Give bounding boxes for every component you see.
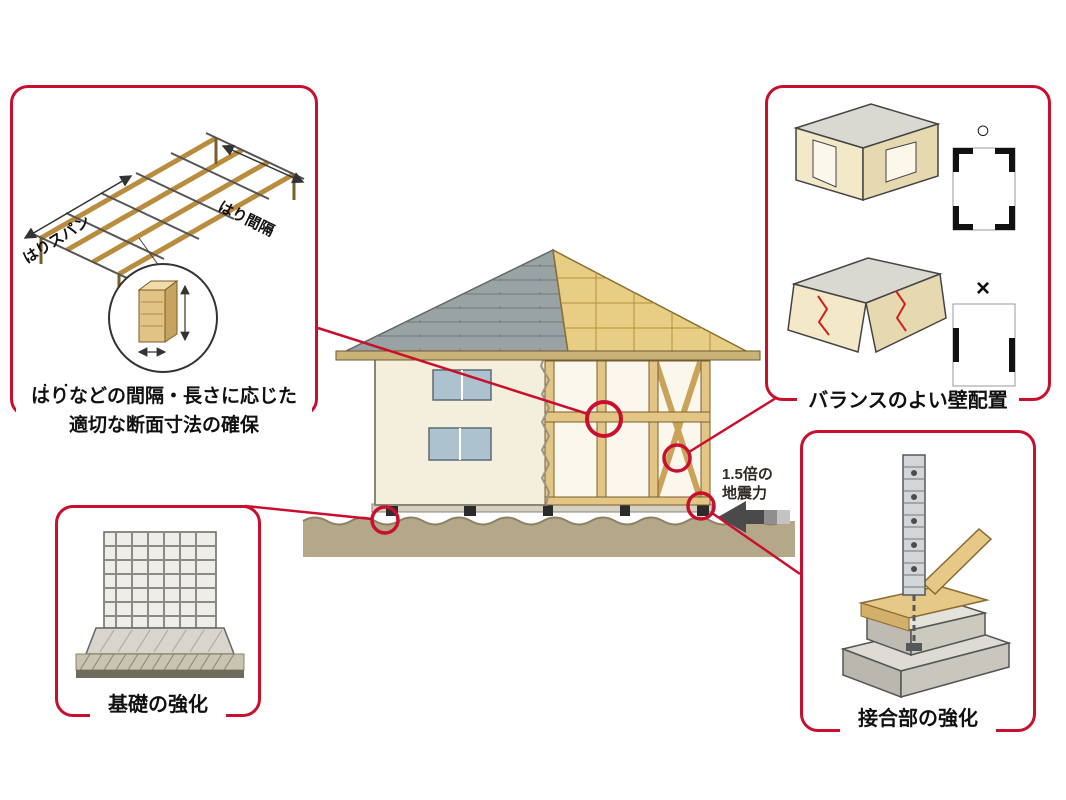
- callout-wall-balance: ○ ×: [765, 85, 1051, 401]
- beam-spacing-label: はり間隔: [215, 198, 276, 240]
- collapsed-box-illustration: [787, 257, 947, 354]
- beam-frame-illustration: はりスパン はり間隔: [20, 132, 305, 373]
- house: [335, 248, 761, 516]
- eave: [335, 350, 761, 361]
- beam-section-inset: [108, 263, 218, 373]
- beams-caption: ・・ はりなどの間隔・長さに応じた 適切な断面寸法の確保: [16, 381, 312, 440]
- metal-strap: [902, 454, 926, 596]
- foundation-illustration: [75, 531, 245, 678]
- unbalanced-plan: [952, 303, 1016, 387]
- soil-band: [76, 670, 244, 678]
- connector-walls: [688, 396, 777, 454]
- force-label-line1: 1.5倍の: [722, 465, 773, 483]
- gravel-hatch: [79, 653, 235, 671]
- highlight-circle-brace: [662, 443, 692, 473]
- crack-mark: [895, 290, 907, 332]
- seismic-force-arrow: 1.5倍の 地震力: [718, 465, 790, 533]
- window-upper: [432, 369, 492, 401]
- good-mark: ○: [976, 117, 991, 144]
- beams-caption-line2: 適切な断面寸法の確保: [68, 415, 259, 436]
- diagonal-brace: [653, 361, 703, 499]
- highlight-circle-foundation: [370, 505, 400, 535]
- callout-connectors: [244, 326, 801, 576]
- footing: [84, 627, 236, 655]
- callout-foundation: [55, 505, 261, 717]
- highlight-circles: [370, 400, 716, 535]
- roof-board-half: [552, 248, 749, 353]
- highlight-circle-beam: [585, 400, 623, 438]
- balanced-plan: [952, 147, 1016, 231]
- cutaway-zigzag: [539, 351, 551, 506]
- wood-brace: [921, 527, 993, 596]
- balanced-box-illustration: [793, 103, 941, 202]
- joints-caption: 接合部の強化: [840, 706, 996, 732]
- roof-shingle-half: [343, 248, 569, 353]
- spacing-dimension-arrow: [221, 144, 305, 184]
- crack-mark: [817, 295, 830, 336]
- callout-joints: [800, 430, 1036, 732]
- beams-caption-line1: はりなどの間隔・長さに応じた: [30, 386, 297, 407]
- frame-bay: [546, 351, 711, 506]
- connector-beams: [317, 326, 589, 416]
- foundation-caption: 基礎の強化: [90, 692, 226, 718]
- ground: [302, 516, 795, 557]
- walls-caption: バランスのよい壁配置: [797, 388, 1019, 414]
- inset-leader-line: [138, 237, 160, 267]
- span-dimension-arrow: [23, 175, 133, 239]
- force-label-line2: 地震力: [722, 484, 767, 502]
- connector-foundation: [244, 504, 373, 521]
- bolts: [911, 470, 917, 572]
- joint-hardware-illustration: [840, 454, 1012, 699]
- wall-balance-illustration: ○ ×: [787, 103, 1016, 387]
- bad-mark: ×: [976, 275, 990, 302]
- joists: [30, 132, 305, 280]
- callout-beam-dimensions: はりスパン はり間隔: [10, 85, 318, 417]
- highlight-circle-joint: [686, 491, 716, 521]
- emphasis-dots: ・・: [40, 381, 82, 392]
- roof: [335, 248, 761, 361]
- anchor-nut: [906, 643, 922, 651]
- rebar-grid: [104, 532, 216, 628]
- connector-joints: [711, 511, 801, 576]
- window-lower: [428, 427, 492, 461]
- footing-hatch: [99, 629, 223, 653]
